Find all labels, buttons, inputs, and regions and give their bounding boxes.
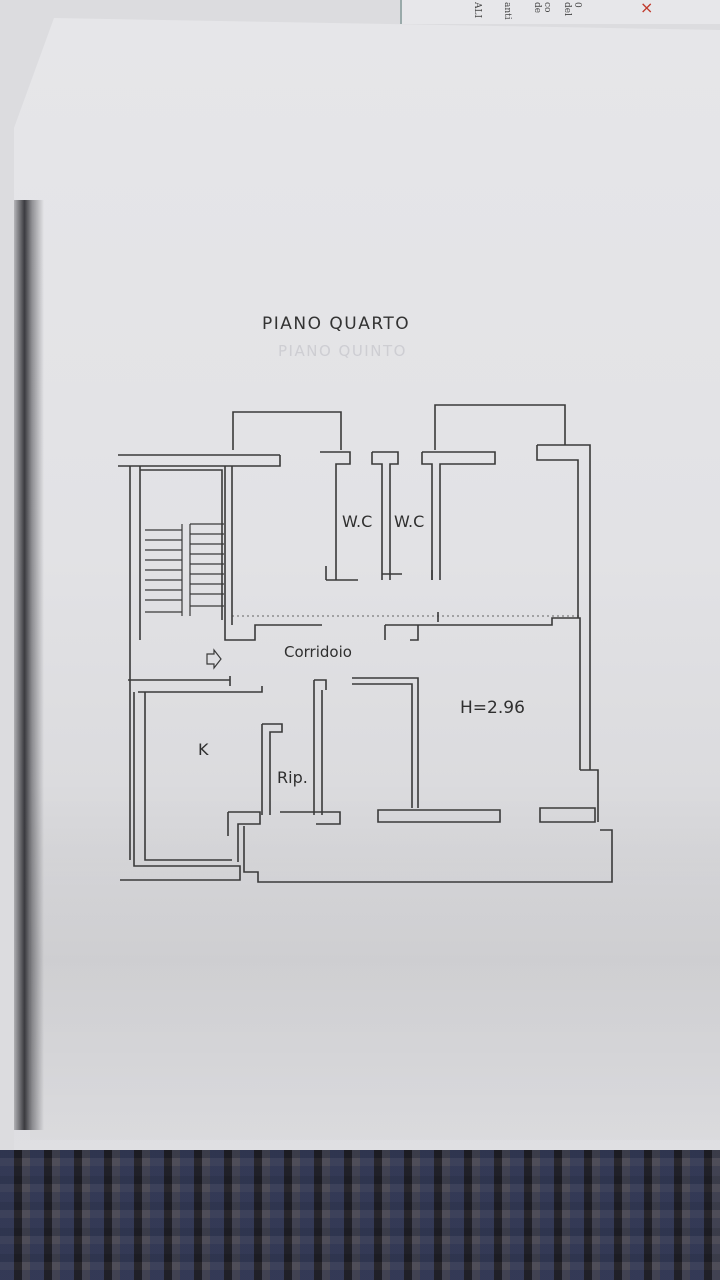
wall-room-mid <box>352 677 419 808</box>
storage-walls <box>261 723 283 815</box>
wc-door-right <box>382 570 433 580</box>
wall-top-wc <box>371 451 399 580</box>
wall-left-corridor <box>128 640 263 860</box>
top-doc-text-1: ALI <box>472 2 482 19</box>
room-label-wc-2: W.C <box>394 512 425 531</box>
top-balcony-left <box>232 411 342 450</box>
top-balcony-right <box>434 404 566 450</box>
wall-top-mid <box>320 451 351 580</box>
room-label-corridor: Corridoio <box>284 643 352 661</box>
top-document-edge: ALI anti co de 0 del <box>400 0 720 24</box>
red-x-mark: × <box>640 0 654 17</box>
south-balcony <box>243 826 613 883</box>
kitchen-walls <box>120 692 241 881</box>
binding-shadow <box>14 200 44 1130</box>
wall-corr-right <box>313 679 327 815</box>
bottom-wall <box>227 807 596 862</box>
wall-room-left <box>224 466 322 641</box>
stair-shaft <box>129 466 223 640</box>
wc-door-left <box>325 566 358 581</box>
plan-title: PIANO QUARTO <box>262 314 411 334</box>
wall-top-right <box>421 451 496 580</box>
room-label-kitchen: K <box>198 740 209 759</box>
room-label-storage: Rip. <box>277 768 308 787</box>
room-height-label: H=2.96 <box>460 698 525 718</box>
right-outer-wall <box>580 769 599 822</box>
top-doc-text-2: anti <box>502 2 512 20</box>
stair-treads <box>145 523 224 616</box>
fabric-background <box>0 1150 720 1280</box>
floor-plan-paper <box>14 18 720 1208</box>
top-doc-text-3: co de <box>532 2 552 14</box>
wall-mid-right <box>384 612 581 770</box>
room-label-wc-1: W.C <box>342 512 373 531</box>
top-doc-text-4: 0 del <box>562 2 582 16</box>
wall-top-far-right <box>536 444 591 770</box>
entrance-arrow <box>206 648 222 670</box>
outer-wall-top <box>118 454 281 467</box>
ghost-title: PIANO QUINTO <box>278 342 407 360</box>
